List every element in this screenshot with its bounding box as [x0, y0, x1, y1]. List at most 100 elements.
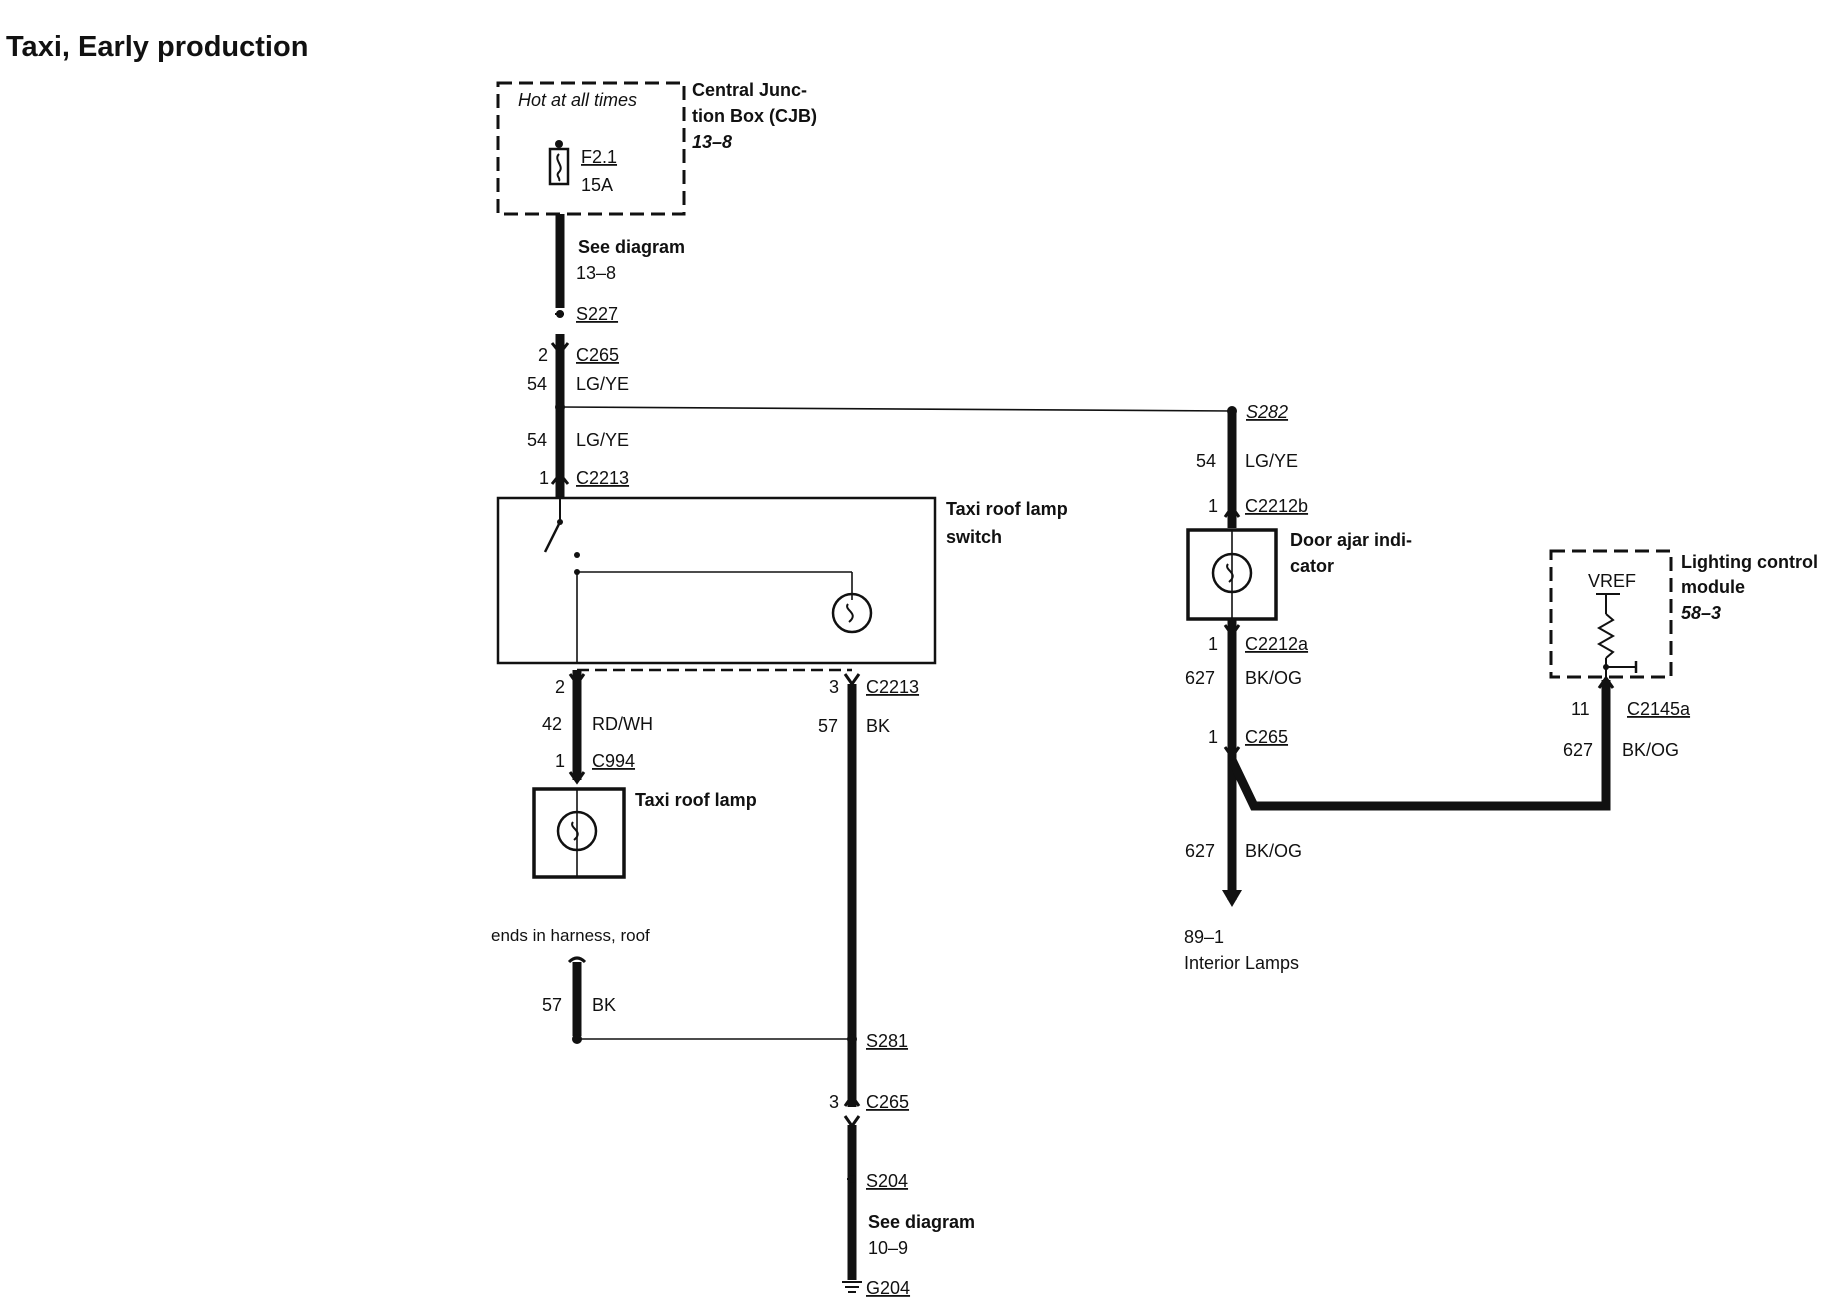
door-circuit-3: 627	[1185, 841, 1215, 861]
cross-wire-s282	[559, 406, 1233, 412]
ground-see-ref: 10–9	[868, 1238, 908, 1258]
door-name-line2: cator	[1290, 556, 1334, 576]
ground-circuit: 57	[818, 716, 838, 736]
s227-splice	[556, 310, 564, 318]
c265-ground-label: C265	[866, 1092, 909, 1112]
c2212a-pin: 1	[1208, 634, 1218, 654]
c265-label: C265	[576, 345, 619, 365]
switch-name-line2: switch	[946, 527, 1002, 547]
door-circuit-1: 54	[1196, 451, 1216, 471]
door-color-2: BK/OG	[1245, 668, 1302, 688]
switch-bulb-filament	[846, 603, 854, 623]
ends-in-harness-label: ends in harness, roof	[491, 926, 650, 945]
harness-end-icon	[567, 956, 587, 964]
roof-lamp-filament	[571, 821, 579, 841]
c2145a-pin: 11	[1571, 699, 1590, 719]
c265-door-label: C265	[1245, 727, 1288, 747]
s282-label: S282	[1246, 402, 1288, 422]
lcm-vref-label: VREF	[1588, 571, 1636, 591]
s281-label: S281	[866, 1031, 908, 1051]
roof-harness-circuit: 57	[542, 995, 562, 1015]
roof-lamp-color: RD/WH	[592, 714, 653, 734]
roof-lamp-circuit: 42	[542, 714, 562, 734]
c265-door-pin: 1	[1208, 727, 1218, 747]
door-ajar-bulb-icon	[1211, 552, 1253, 594]
c2213-pin-1: 1	[539, 468, 549, 488]
c994-connector-icon	[568, 771, 586, 785]
roof-harness-color: BK	[592, 995, 616, 1015]
lcm-box	[1549, 549, 1673, 679]
ground-see-label: See diagram	[868, 1212, 975, 1232]
interior-lamps-label: Interior Lamps	[1184, 953, 1299, 973]
fuse-element	[556, 153, 562, 182]
switch-name-line1: Taxi roof lamp	[946, 499, 1068, 519]
cjb-box	[496, 81, 686, 216]
page-title: Taxi, Early production	[6, 31, 308, 63]
switch-blade-icon	[543, 521, 562, 553]
lcm-color: BK/OG	[1622, 740, 1679, 760]
c265-door-connector-icon	[1223, 746, 1241, 760]
c2213-pin3-icon	[843, 673, 861, 687]
lcm-name-line2: module	[1681, 577, 1745, 597]
cjb-name-line2: tion Box (CJB)	[692, 106, 817, 126]
c265-ground-pin: 3	[829, 1092, 839, 1112]
switch-indicator-bulb-icon	[831, 592, 873, 634]
feed-see-label: See diagram	[578, 237, 685, 257]
door-color-1: LG/YE	[1245, 451, 1298, 471]
fuse-icon	[548, 147, 570, 186]
interior-lamps-ref: 89–1	[1184, 927, 1224, 947]
c2145a-connector-icon	[1597, 675, 1615, 689]
c265-pin: 2	[538, 345, 548, 365]
c2212a-connector-icon	[1223, 624, 1241, 638]
door-color-3: BK/OG	[1245, 841, 1302, 861]
lcm-ref: 58–3	[1681, 603, 1721, 623]
c265-ground-top-icon	[843, 1093, 861, 1107]
lcm-circuit: 627	[1563, 740, 1593, 760]
cjb-hot-label: Hot at all times	[518, 90, 637, 110]
c2145a-label: C2145a	[1627, 699, 1691, 719]
c2213-connector-icon	[550, 471, 570, 485]
resistor-icon	[1596, 613, 1616, 659]
g204-label: G204	[866, 1278, 910, 1298]
roof-lamp-bulb-icon	[556, 810, 598, 852]
feed-color-2: LG/YE	[576, 430, 629, 450]
feed-circuit-2: 54	[527, 430, 547, 450]
c2213-label-top: C2213	[576, 468, 629, 488]
ground-symbol-icon	[842, 1281, 862, 1293]
s204-splice	[848, 1175, 856, 1183]
fuse-terminal	[555, 140, 563, 148]
c2212a-label: C2212a	[1245, 634, 1309, 654]
cjb-name-line1: Central Junc-	[692, 80, 807, 100]
taxi-roof-lamp-switch-box	[496, 496, 937, 665]
c2213-label-bottom: C2213	[866, 677, 919, 697]
c994-label: C994	[592, 751, 635, 771]
c2212b-pin: 1	[1208, 496, 1218, 516]
interior-lamps-arrow-icon	[1222, 890, 1242, 907]
fuse-rating: 15A	[581, 175, 613, 195]
c265-ground-bottom-icon	[843, 1115, 861, 1129]
taxi-roof-lamp-box	[532, 787, 626, 879]
feed-color-1: LG/YE	[576, 374, 629, 394]
c2212b-label: C2212b	[1245, 496, 1308, 516]
switch-contact	[574, 552, 580, 558]
cjb-ref: 13–8	[692, 132, 732, 152]
s204-label: S204	[866, 1171, 908, 1191]
c994-pin: 1	[555, 751, 565, 771]
switch-pin-2: 2	[555, 677, 565, 697]
switch-pin-3: 3	[829, 677, 839, 697]
c265-connector-icon	[550, 342, 570, 356]
ground-color: BK	[866, 716, 890, 736]
door-name-line1: Door ajar indi-	[1290, 530, 1412, 550]
fuse-id: F2.1	[581, 147, 617, 167]
s227-label: S227	[576, 304, 618, 324]
lcm-branch-wire	[1227, 680, 1611, 811]
s281-splice	[847, 1034, 857, 1044]
c2212b-connector-icon	[1223, 504, 1241, 518]
lcm-name-line1: Lighting control	[1681, 552, 1818, 572]
roof-lamp-name: Taxi roof lamp	[635, 790, 757, 810]
feed-circuit-1: 54	[527, 374, 547, 394]
door-ajar-filament	[1226, 563, 1234, 583]
door-circuit-2: 627	[1185, 668, 1215, 688]
feed-see-ref: 13–8	[576, 263, 616, 283]
